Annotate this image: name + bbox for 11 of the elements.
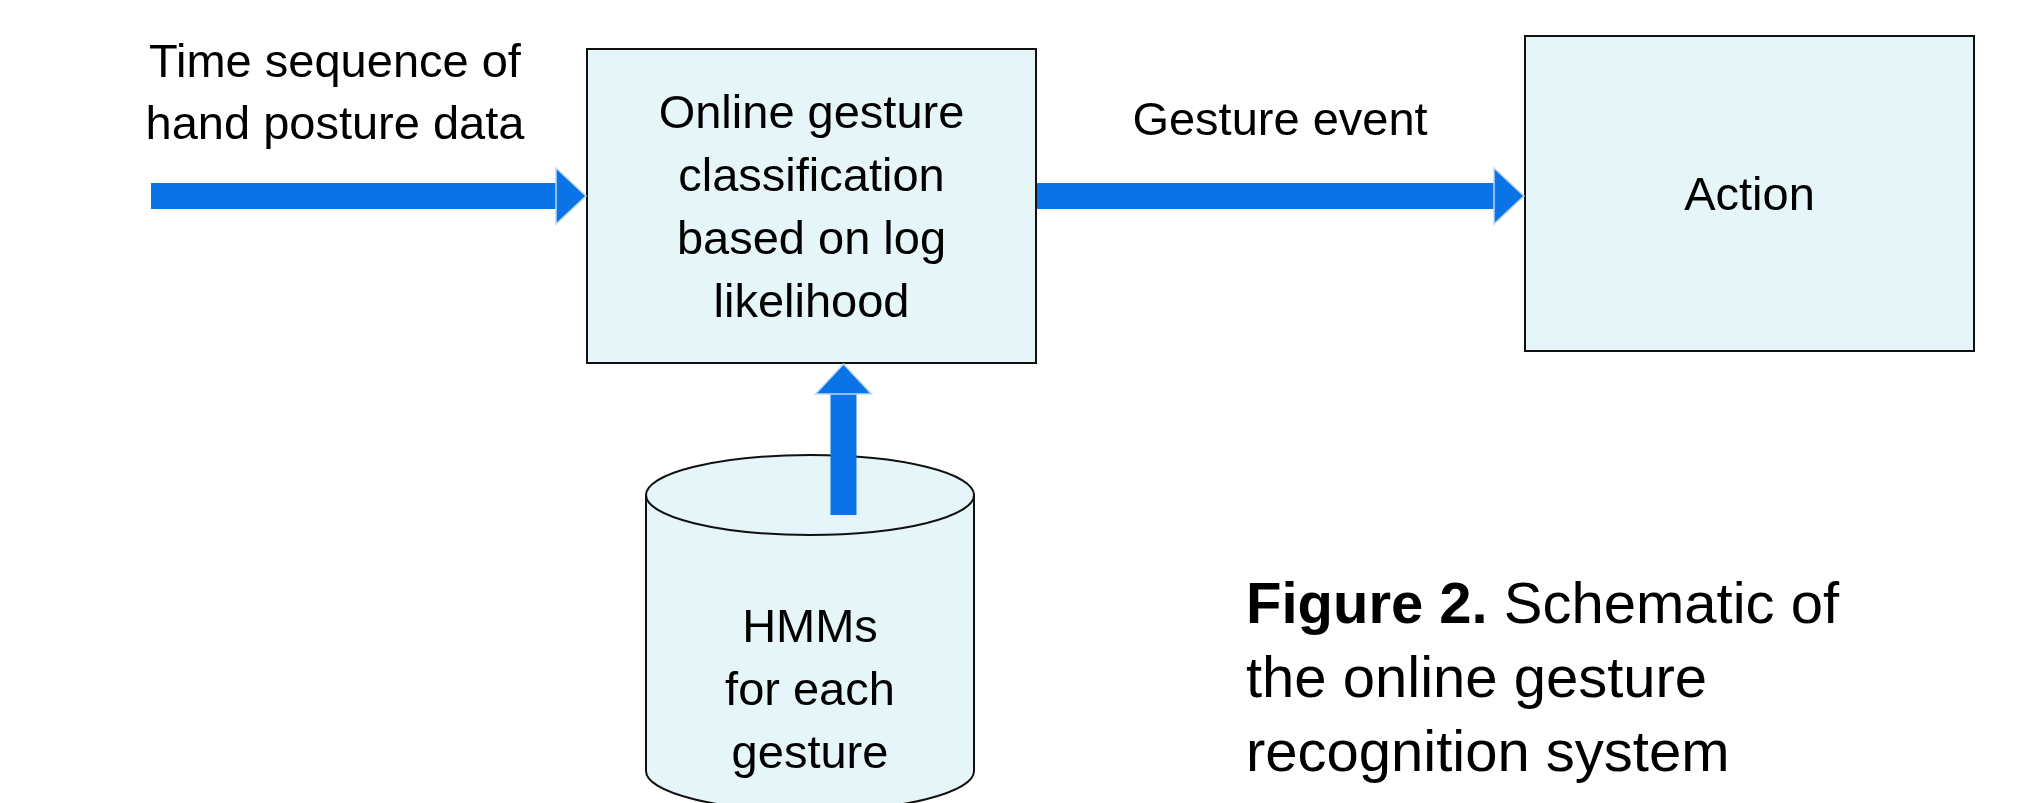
edge-label: Time sequence of hand posture data xyxy=(144,33,526,151)
block-arrow xyxy=(814,363,873,515)
node-label: HMMs for each gesture xyxy=(724,597,896,780)
figure-caption: Figure 2. Schematic of the online gesture recognition system xyxy=(1246,569,1841,785)
block-arrow xyxy=(151,167,587,225)
process-box xyxy=(586,48,1037,364)
edge-label: Gesture event xyxy=(1131,91,1429,147)
process-box xyxy=(1524,35,1975,352)
node-label: Action xyxy=(1683,166,1816,222)
block-arrow xyxy=(1037,167,1525,225)
node-label: Online gesture classification based on log likelihood xyxy=(657,84,966,329)
